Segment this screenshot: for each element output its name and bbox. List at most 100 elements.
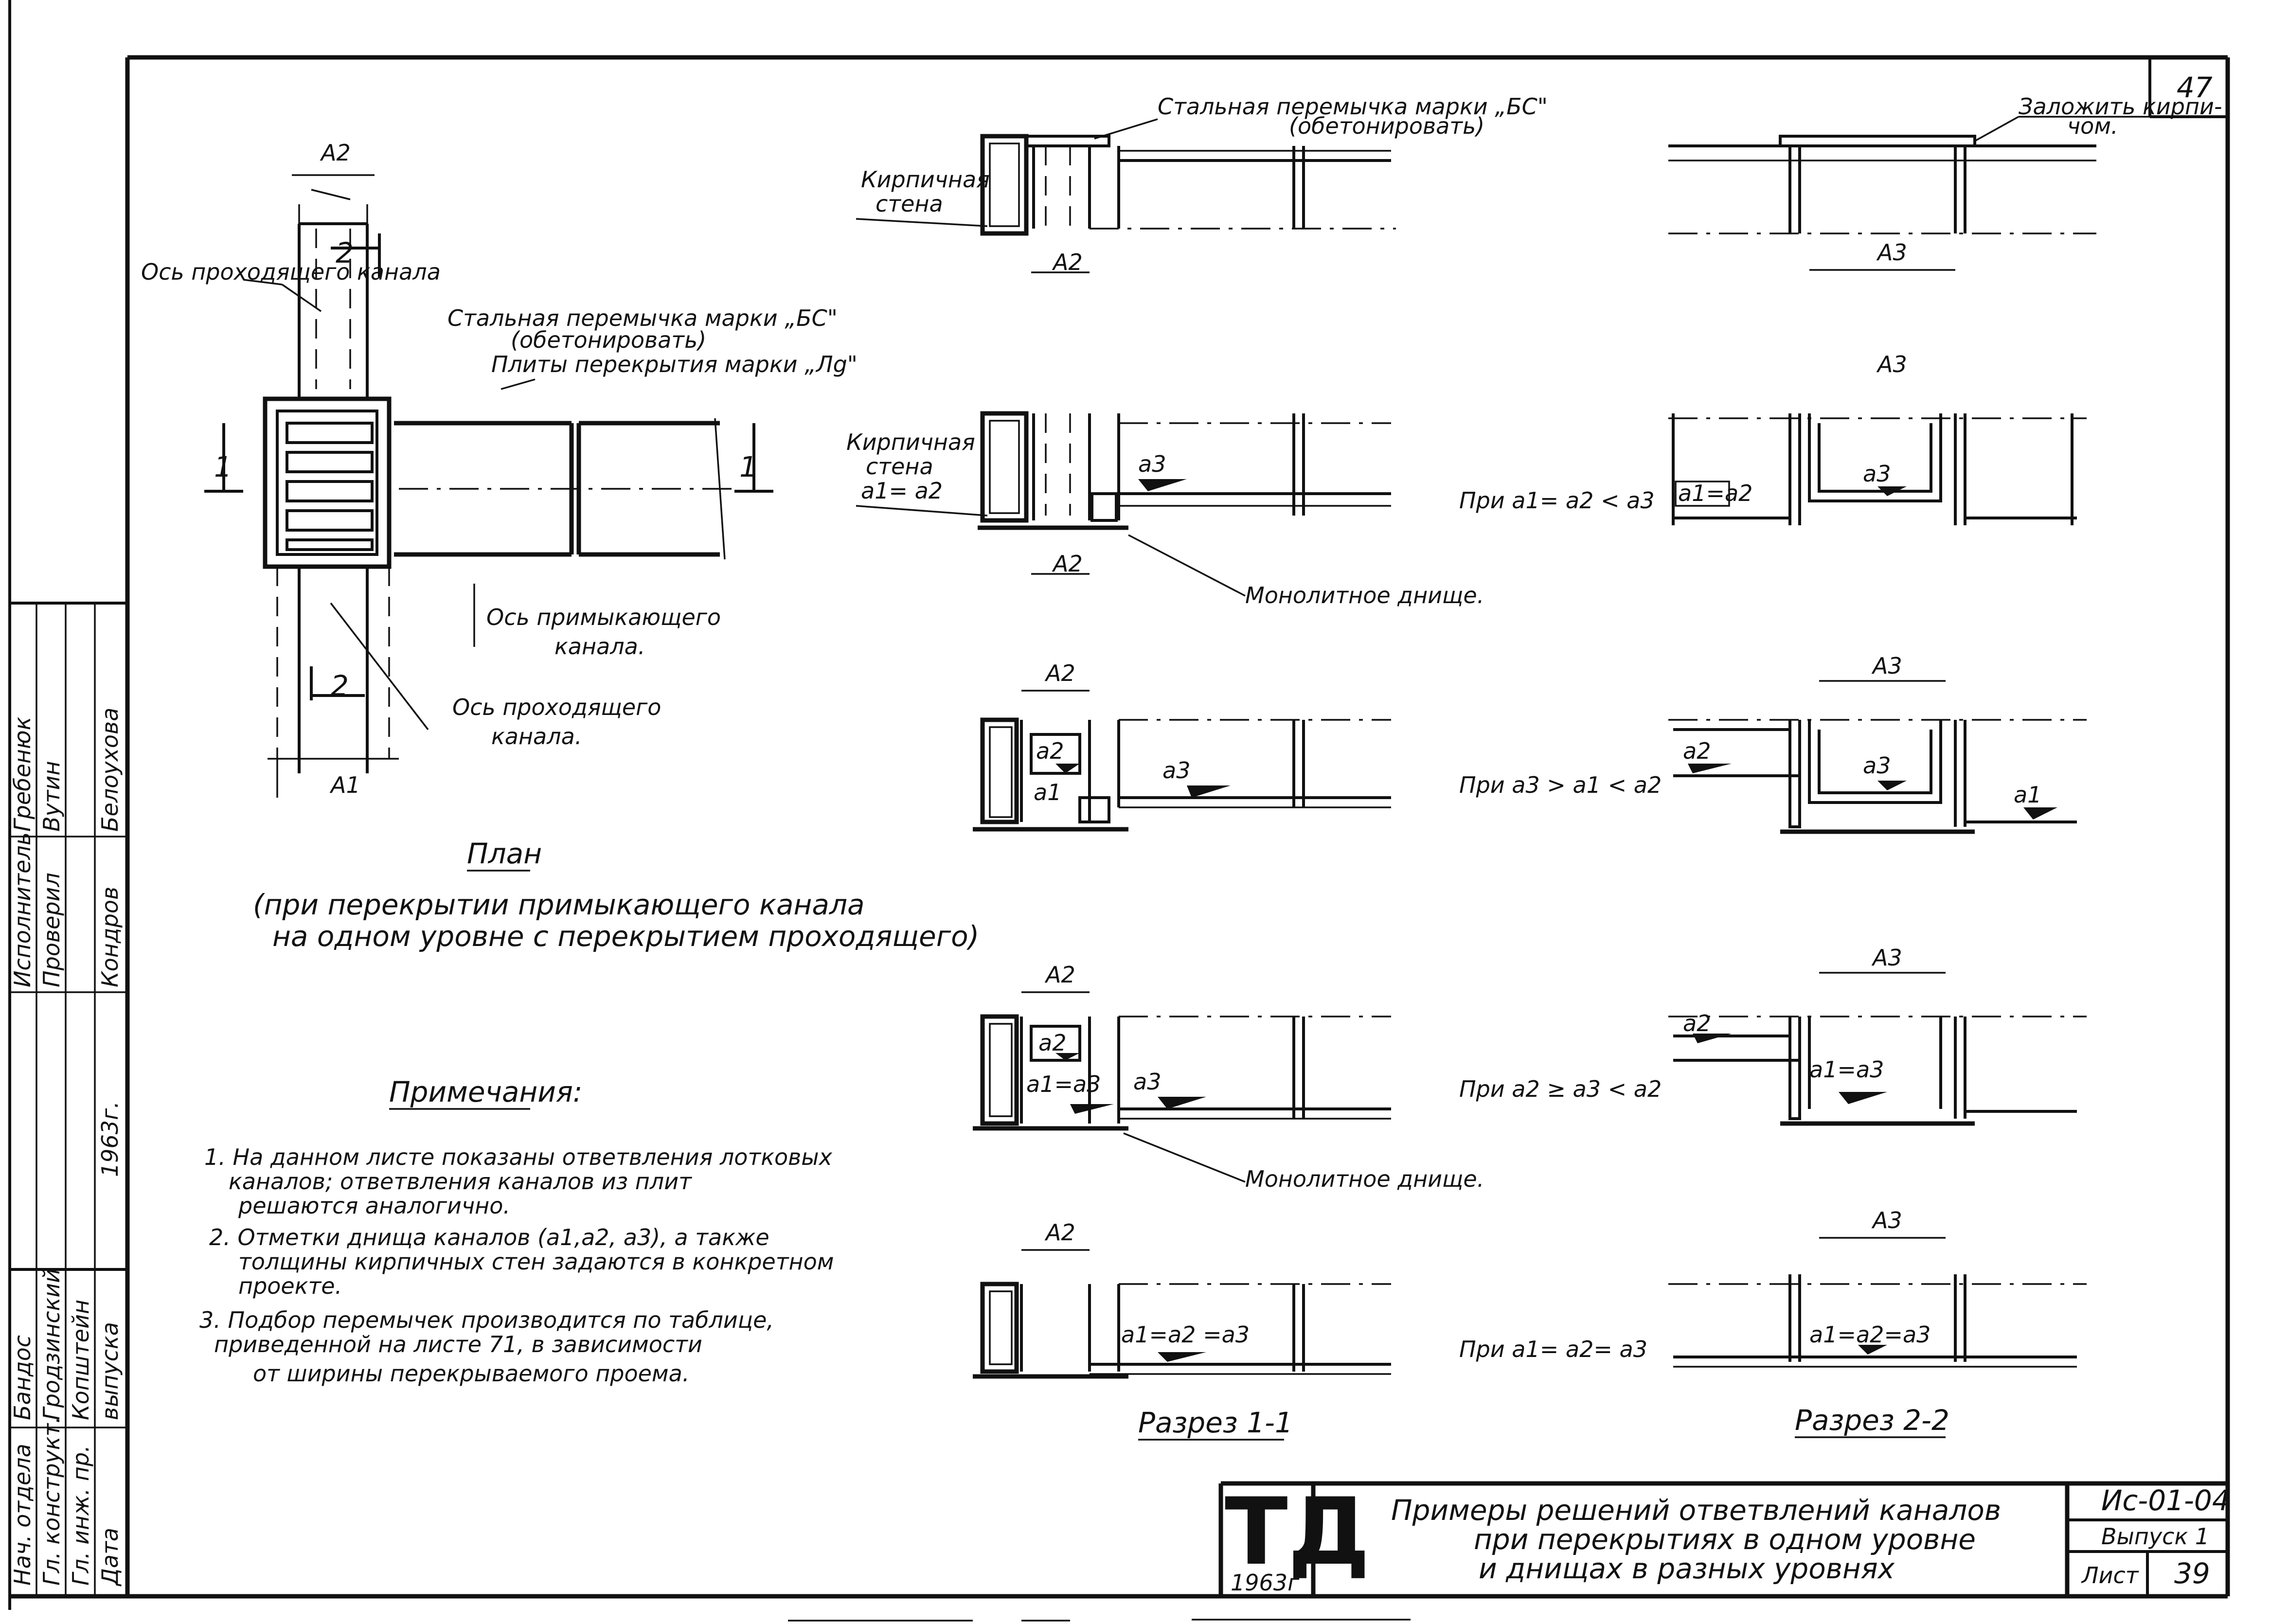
stamp-name-1: Бандос bbox=[9, 1335, 36, 1420]
side-stamp: Нач. отдела Бандос Гл. конструкт. Гродзи… bbox=[8, 602, 129, 1598]
stamp-role-1: Нач. отдела bbox=[9, 1444, 36, 1586]
s11-brick-wall-1: Кирпичная bbox=[861, 166, 990, 193]
title-block: ТД 1963г Примеры решений ответвлений кан… bbox=[1218, 1478, 2230, 1596]
s22-r1-dim-a3: A3 bbox=[1876, 239, 1907, 266]
s11-r3-a3: a3 bbox=[1162, 757, 1190, 784]
plan-axis-adjacent-1: Ось примыкающего bbox=[486, 604, 721, 630]
stamp-role-5: Исполнитель bbox=[9, 832, 36, 987]
note-line-2: каналов; ответвления каналов из плит bbox=[229, 1168, 692, 1195]
plan-dim-a1: A1 bbox=[329, 772, 360, 798]
stamp-name-2: Гродзинский bbox=[38, 1268, 65, 1420]
s22-r3-a2: a2 bbox=[1683, 738, 1711, 764]
s11-r4-a1-eq-a3: a1=a3 bbox=[1026, 1071, 1101, 1097]
plan-axis-through-1: Ось проходящего bbox=[452, 694, 661, 720]
s11-r3-dim-a2: A2 bbox=[1044, 660, 1075, 686]
s11-r5-a1-a2-a3: a1=a2 =a3 bbox=[1121, 1321, 1250, 1348]
plan-subtitle-2: на одном уровне с перекрытием проходящег… bbox=[272, 920, 979, 953]
page-number: 47 bbox=[2177, 71, 2213, 104]
s11-lintel-note: (обетонировать) bbox=[1289, 113, 1484, 139]
s22-r4-a2: a2 bbox=[1683, 1010, 1711, 1036]
s22-title: Разрез 2-2 bbox=[1795, 1404, 1949, 1437]
section-1-1: A2 Стальная перемычка марки „БС" (обетон… bbox=[846, 93, 1548, 1441]
title-line-1: Примеры решений ответвлений каналов bbox=[1391, 1494, 2001, 1527]
s22-r3-dim-a3: A3 bbox=[1871, 653, 1902, 679]
plan-axis-through-top: Ось проходящего канала bbox=[141, 259, 441, 285]
stamp-name-3: Копштейн bbox=[68, 1300, 94, 1420]
stamp-name-8: Кондров bbox=[97, 887, 123, 987]
section-2-2: A3 Заложить кирпи- чом. a1=a2 a3 A3 bbox=[1668, 93, 2222, 1438]
s11-brick-wall-2: стена bbox=[876, 191, 943, 217]
plan-lintel-note: (обетонировать) bbox=[511, 327, 706, 353]
stamp-name-6: Вутин bbox=[38, 761, 65, 832]
condition-2: При a3 > a1 < a2 bbox=[1459, 772, 1662, 798]
plan-axis-adjacent-2: канала. bbox=[554, 633, 645, 660]
title-logo: ТД bbox=[1225, 1478, 1370, 1586]
title-year: 1963г bbox=[1231, 1570, 1300, 1596]
stamp-role-3: Гл. инж. пр. bbox=[68, 1445, 94, 1586]
note-line-7: 3. Подбор перемычек производится по табл… bbox=[199, 1307, 774, 1333]
plan-subtitle-1: (при перекрытии примыкающего канала bbox=[253, 888, 865, 921]
plan-section-mark-2-top: 2 bbox=[336, 236, 354, 269]
s11-r5-dim-a2: A2 bbox=[1044, 1219, 1075, 1246]
stamp-date: 1963г. bbox=[97, 1101, 123, 1177]
s11-r2-a1-eq-a2: a1= a2 bbox=[861, 478, 943, 504]
title-sheet-label: Лист bbox=[2081, 1562, 2139, 1588]
stamp-role-6: Проверил bbox=[38, 873, 65, 987]
s11-r3-a2: a2 bbox=[1036, 738, 1064, 764]
stamp-role-4: Дата bbox=[97, 1528, 123, 1587]
stamp-name-4: выпуска bbox=[97, 1322, 123, 1420]
condition-1: При a1= a2 < a3 bbox=[1459, 487, 1655, 514]
stamp-role-2: Гл. конструкт. bbox=[38, 1416, 65, 1586]
plan-lintel-label: Стальная перемычка марки „БС" bbox=[447, 305, 838, 331]
condition-3: При a2 ≥ a3 < a2 bbox=[1459, 1076, 1662, 1102]
s11-lintel-label: Стальная перемычка марки „БС" bbox=[1158, 93, 1548, 120]
plan-view: A2 A1 1 1 2 bbox=[141, 140, 979, 953]
note-line-3: решаются аналогично. bbox=[238, 1193, 510, 1219]
stamp-name-5: Гребенюк bbox=[9, 716, 36, 832]
plan-section-mark-1-left: 1 bbox=[214, 450, 232, 483]
sheet-frame: 47 bbox=[8, 0, 2230, 1622]
stamp-name-7: Белоухова bbox=[97, 708, 123, 832]
s22-r5-a1-a2-a3: a1=a2=a3 bbox=[1809, 1321, 1930, 1348]
note-line-5: толщины кирпичных стен задаются в конкре… bbox=[238, 1249, 834, 1275]
s11-monolithic-1: Монолитное днище. bbox=[1245, 582, 1484, 608]
s11-r2-brick-wall-2: стена bbox=[866, 453, 933, 480]
note-line-1: 1. На данном листе показаны ответвления … bbox=[204, 1144, 833, 1170]
title-sheet-number: 39 bbox=[2174, 1557, 2210, 1590]
s22-r4-a1-eq-a3: a1=a3 bbox=[1809, 1056, 1884, 1083]
plan-section-mark-2-bottom: 2 bbox=[331, 669, 349, 702]
condition-4: При a1= a2= a3 bbox=[1459, 1336, 1647, 1362]
note-line-8: приведенной на листе 71, в зависимости bbox=[214, 1331, 702, 1357]
s11-r4-dim-a2: A2 bbox=[1044, 962, 1075, 988]
conditions: При a1= a2 < a3 При a3 > a1 < a2 При a2 … bbox=[1459, 487, 1662, 1362]
s22-r2-dim-a3: A3 bbox=[1876, 351, 1907, 377]
s22-r2-a3: a3 bbox=[1863, 461, 1891, 487]
plan-slabs-label: Плиты перекрытия марки „Лg" bbox=[491, 351, 858, 377]
plan-dim-a2-top: A2 bbox=[320, 140, 351, 166]
s11-r1-dim-a2: A2 bbox=[1052, 249, 1083, 275]
title-line-2: при перекрытиях в одном уровне bbox=[1474, 1523, 1976, 1556]
s22-brick-note-1: Заложить кирпи- bbox=[2019, 93, 2222, 120]
plan-axis-through-2: канала. bbox=[491, 723, 582, 750]
s22-r2-a1-eq-a2: a1=a2 bbox=[1678, 480, 1752, 506]
note-line-6: проекте. bbox=[238, 1273, 342, 1299]
title-code: Ис-01-04 bbox=[2101, 1484, 2230, 1517]
notes-block: Примечания: 1. На данном листе показаны … bbox=[199, 1075, 834, 1387]
note-line-4: 2. Отметки днища каналов (a1,a2, a3), а … bbox=[209, 1224, 769, 1250]
note-line-9: от ширины перекрываемого проема. bbox=[253, 1360, 689, 1387]
s11-r2-a3: a3 bbox=[1138, 451, 1166, 477]
title-line-3: и днищах в разных уровнях bbox=[1479, 1552, 1895, 1585]
notes-heading: Примечания: bbox=[389, 1075, 582, 1108]
s22-r3-a1: a1 bbox=[2014, 782, 2041, 808]
s11-r3-a1: a1 bbox=[1034, 779, 1061, 805]
s11-r4-a3: a3 bbox=[1133, 1069, 1161, 1095]
s22-r5-dim-a3: A3 bbox=[1871, 1207, 1902, 1233]
s11-r4-a2: a2 bbox=[1038, 1030, 1066, 1056]
s11-monolithic-2: Монолитное днище. bbox=[1245, 1166, 1484, 1192]
plan-title: План bbox=[467, 837, 542, 870]
plan-section-mark-1-right: 1 bbox=[739, 450, 757, 483]
s11-r2-dim-a2: A2 bbox=[1052, 551, 1083, 577]
s22-r3-a3: a3 bbox=[1863, 752, 1891, 779]
s11-r2-brick-wall-1: Кирпичная bbox=[846, 429, 975, 455]
